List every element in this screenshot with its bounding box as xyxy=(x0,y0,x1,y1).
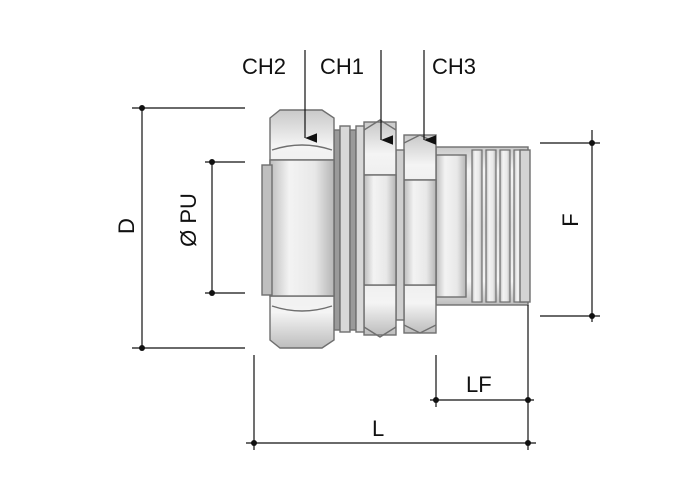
hex-ch1 xyxy=(363,119,397,338)
labels: CH2 CH1 CH3 D Ø PU F LF L xyxy=(114,54,583,441)
label-pu: Ø PU xyxy=(176,193,201,247)
dimension-l xyxy=(246,355,536,450)
threaded-end xyxy=(435,146,531,306)
spacer-ring xyxy=(395,149,405,321)
dimension-lf xyxy=(430,305,534,450)
label-l: L xyxy=(372,416,384,441)
hex-ch2 xyxy=(269,109,335,349)
dimension-d xyxy=(132,105,245,351)
dimension-f xyxy=(540,130,600,322)
thread-ridge xyxy=(485,149,497,303)
dimension-pu xyxy=(205,159,245,296)
label-lf: LF xyxy=(466,372,492,397)
hex-ch3 xyxy=(403,134,437,334)
dimension-lines xyxy=(132,50,600,450)
tube-socket xyxy=(261,164,273,296)
label-ch1: CH1 xyxy=(320,54,364,79)
fitting-body xyxy=(261,109,531,349)
ring-stack xyxy=(333,125,365,333)
thread-ridge xyxy=(471,149,483,303)
label-d: D xyxy=(114,218,139,234)
thread-ridge xyxy=(499,149,511,303)
label-ch3: CH3 xyxy=(432,54,476,79)
label-ch2: CH2 xyxy=(242,54,286,79)
label-f: F xyxy=(558,213,583,226)
